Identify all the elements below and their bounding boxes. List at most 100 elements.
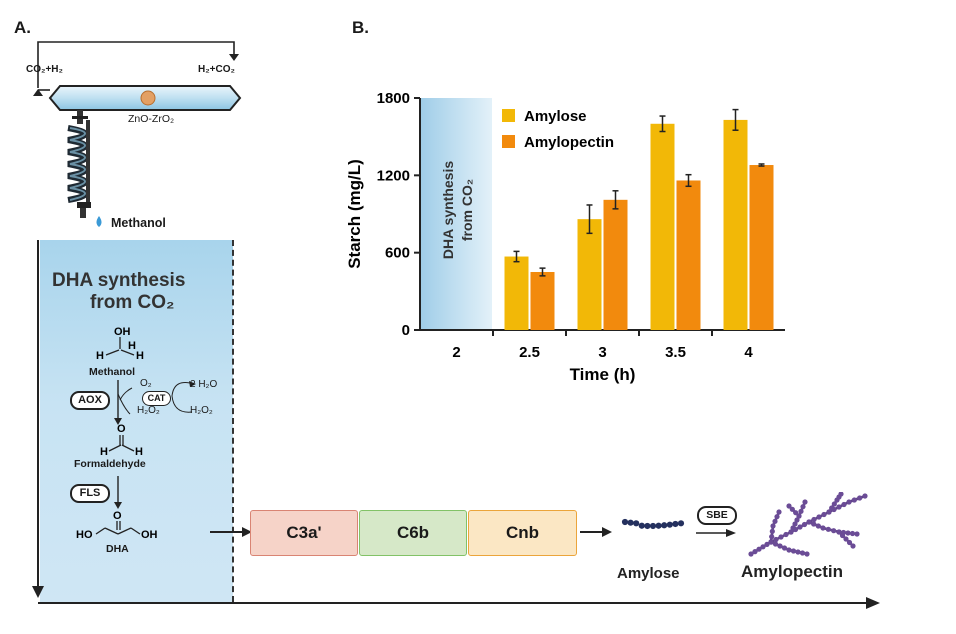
left-gas-label: CO₂+H₂ [26,64,63,75]
glucose-bead [795,549,801,555]
glucose-bead [772,541,779,547]
glucose-bead [820,525,826,531]
glucose-bead [768,539,774,545]
dha-structure: O HO OH [76,510,158,541]
y-tick-label: 0 [402,322,410,339]
condenser-coil [67,125,88,203]
glucose-bead [829,505,835,511]
glucose-bead [811,516,817,523]
glucose-bead [862,493,868,499]
glucose-bead [790,525,796,531]
glucose-bead [857,495,863,501]
bar-amylose-4 [723,119,748,331]
catalyst-label: ZnO-ZrO₂ [128,113,175,125]
glucose-bead [797,524,803,530]
svg-text:OH: OH [114,326,131,338]
aox-enzyme-badge: AOX [70,391,110,410]
glucose-bead [811,521,817,527]
glucose-bead [760,544,766,550]
glucose-bead [801,521,808,528]
dha-to-modules-arrow [210,527,252,537]
module-cnb: Cnb [468,510,577,556]
glucose-bead [793,510,799,516]
methanol-reactor-diagram [33,41,242,227]
y-tick-label: 1800 [377,90,410,107]
aox-cat-reaction-arrows [114,380,196,425]
glucose-bead [769,534,775,540]
glucose-bead [798,508,804,514]
x-tick-label: 3 [598,344,606,361]
h2o2-right-label: H₂O₂ [190,405,213,416]
y-tick-label: 600 [385,245,410,262]
glucose-bead [764,541,770,547]
svg-text:H: H [96,350,104,362]
glucose-bead [672,520,679,528]
h2o2-left-label: H₂O₂ [137,405,160,416]
glucose-bead [850,543,856,549]
glucose-bead [666,521,673,528]
x-tick-label: 2 [452,344,460,361]
glucose-bead [846,539,853,546]
glucose-bead [849,530,856,537]
glucose-bead [836,529,842,535]
glucose-bead [661,522,668,529]
dha-inset-shade [420,98,492,330]
cat-enzyme-badge: CAT [142,391,171,406]
svg-text:H: H [135,446,143,458]
glucose-bead [794,517,800,523]
svg-text:HO: HO [76,529,93,541]
glucose-bead [851,497,857,503]
glucose-bead [627,519,634,526]
glucose-bead [781,545,788,551]
glucose-bead [816,514,822,520]
amylose-to-amylopectin-arrow [696,529,736,537]
glucose-bead [789,506,795,512]
dha-inset-label-line2: from CO₂ [459,179,475,241]
dha-box-title-line1: DHA synthesis [52,270,186,291]
glucose-bead [770,523,776,529]
glucose-bead [786,503,792,509]
glucose-bead [621,518,629,526]
methanol-product-label: Methanol [111,216,166,230]
glucose-bead [799,550,806,556]
glucose-bead [786,547,792,553]
glucose-bead [649,522,657,530]
glucose-bead [748,551,754,557]
glucose-bead [806,519,812,525]
bar-amylose-2.5 [504,256,529,330]
dha-box-title-line2: from CO₂ [90,292,175,313]
glucose-bead [783,531,789,538]
glucose-bead [836,504,842,510]
panel-a-axes [32,240,880,609]
glucose-bead [772,518,778,524]
h2o-label: 2 H₂O [190,379,218,390]
amylopectin-label: Amylopectin [741,562,844,581]
glucose-bead [845,530,851,536]
legend-label-amylopectin: Amylopectin [524,134,614,151]
glucose-bead [752,549,758,555]
right-gas-label: H₂+CO₂ [198,64,235,75]
module-c3a: C3a' [250,510,358,556]
glucose-bead [773,536,779,543]
methanol-structure-label: Methanol [89,366,136,378]
glucose-bead [846,499,852,505]
glucose-bead [839,532,846,539]
legend-label-amylose: Amylose [524,108,587,125]
module-c6b: C6b [359,510,467,556]
y-tick-label: 1200 [377,167,410,184]
panel-b-label: B. [352,18,369,37]
glucose-bead [776,509,782,515]
legend-swatch-amylopectin [502,135,515,148]
svg-text:H: H [100,446,108,458]
glucose-bead [831,528,837,534]
bar-amylopectin-2.5 [530,272,555,330]
o2-label: O₂ [140,378,152,389]
x-tick-label: 2.5 [519,344,540,361]
glucose-bead [838,492,844,497]
glucose-bead [854,531,860,537]
x-axis-title: Time (h) [570,365,636,384]
bar-amylopectin-4 [749,165,774,330]
glucose-bead [633,520,640,527]
glucose-bead [774,514,780,520]
